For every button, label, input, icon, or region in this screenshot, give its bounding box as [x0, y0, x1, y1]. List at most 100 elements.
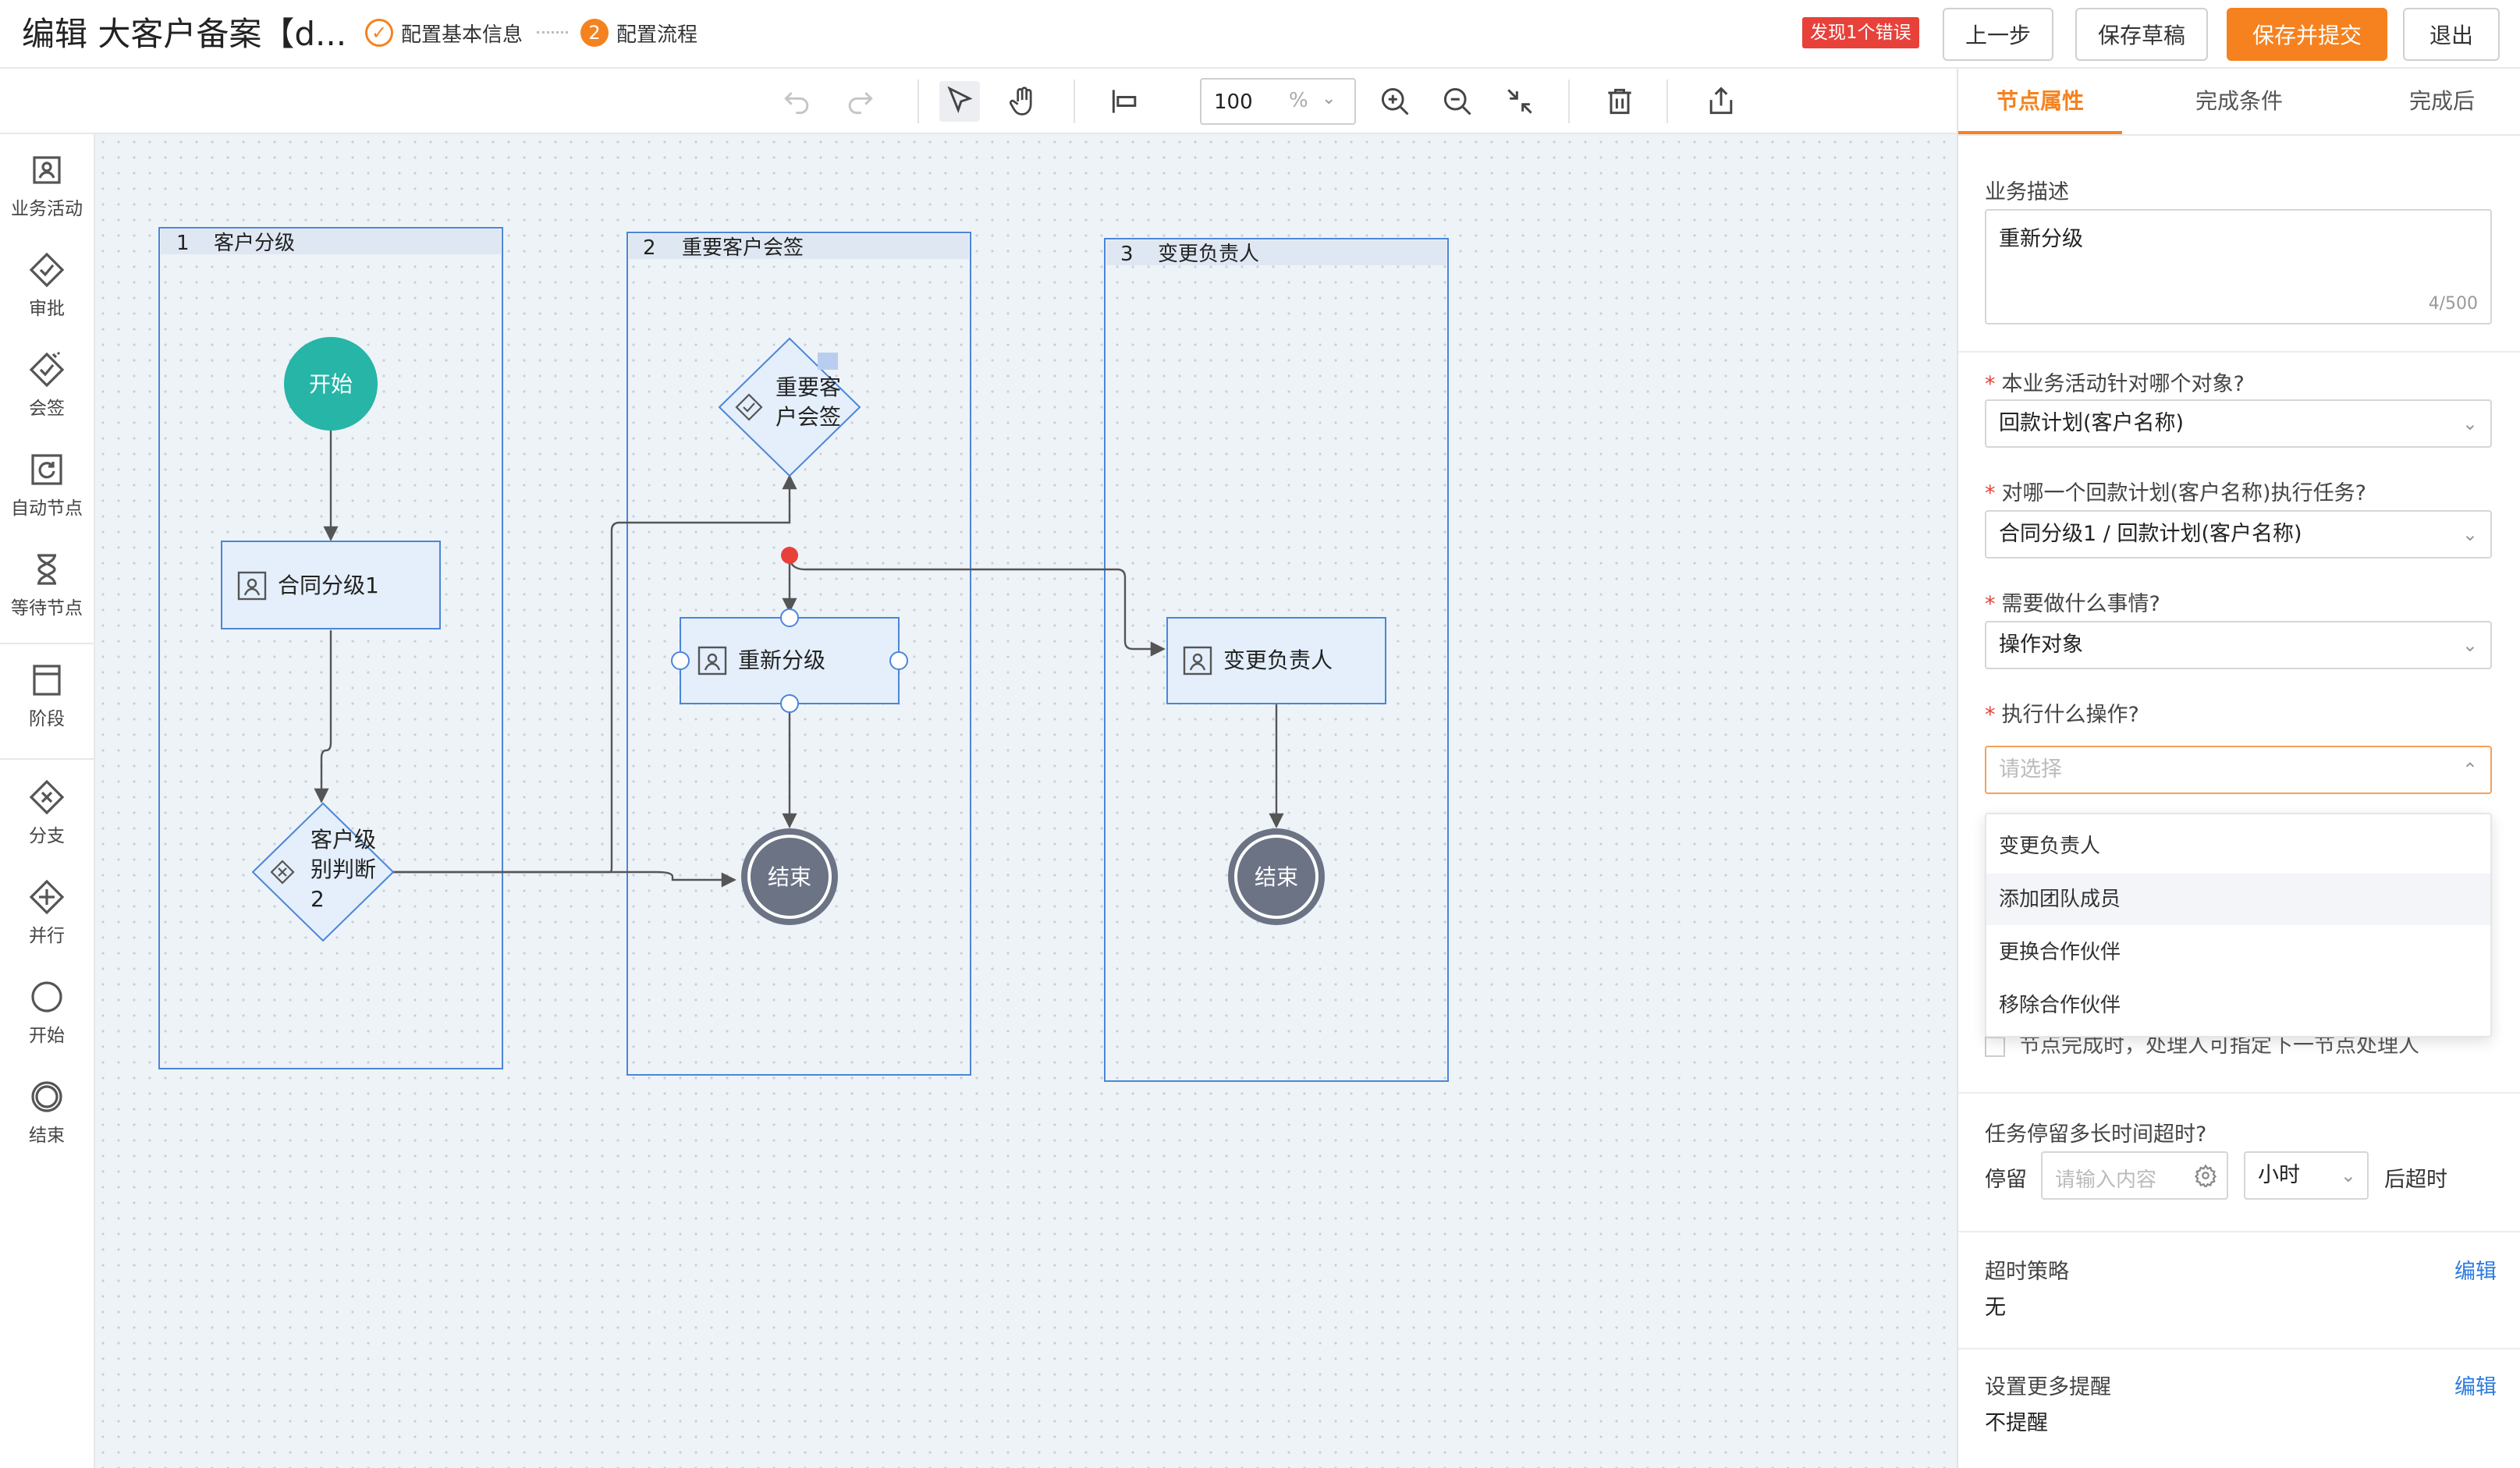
anchor-handle-top[interactable]: [780, 608, 799, 627]
zoom-select[interactable]: 100 % ⌄: [1200, 78, 1356, 125]
anchor-handle-left[interactable]: [671, 651, 690, 670]
step-number: 2: [580, 19, 609, 47]
countersign-key-customer[interactable]: 重要客 户会签: [718, 337, 861, 477]
edge-decision-to-end[interactable]: [393, 871, 736, 888]
anchor-handle-bottom[interactable]: [780, 694, 799, 713]
reminder-label: 设置更多提醒: [1985, 1375, 2111, 1399]
palette-end[interactable]: 结束: [0, 1078, 94, 1147]
palette-label: 结束: [29, 1126, 65, 1146]
stay-label: 停留: [1985, 1168, 2027, 1192]
undo-icon[interactable]: [777, 81, 818, 122]
hand-pan-icon[interactable]: [1003, 81, 1044, 122]
align-left-icon[interactable]: [1105, 81, 1145, 122]
activity-change-owner[interactable]: 变更负责人: [1166, 617, 1386, 704]
lane-title: 重要客户会签: [682, 236, 804, 260]
edit-reminder-link[interactable]: 编辑: [2454, 1375, 2497, 1399]
panel-divider: [1958, 351, 2520, 353]
gear-icon[interactable]: [2194, 1164, 2217, 1187]
timeout-strategy-label: 超时策略: [1985, 1260, 2069, 1284]
step-configure-flow-label: 配置流程: [616, 23, 698, 47]
activity-icon: [237, 571, 267, 601]
flow-canvas[interactable]: 1 客户分级 2 重要客户会签 3 变更负责人: [95, 134, 1957, 1468]
delete-trash-icon[interactable]: [1599, 81, 1640, 122]
dropdown-option[interactable]: 添加团队成员: [1986, 874, 2490, 925]
previous-step-button[interactable]: 上一步: [1943, 8, 2053, 61]
palette-parallel[interactable]: 并行: [0, 878, 94, 947]
lane-customer-grading[interactable]: 1 客户分级: [158, 227, 503, 1069]
dropdown-option[interactable]: 移除合作伙伴: [1999, 994, 2121, 1017]
zoom-in-icon[interactable]: [1375, 81, 1415, 122]
activity-icon: [33, 156, 61, 184]
target-select[interactable]: 合同分级1 / 回款计划(客户名称) ⌄: [1985, 510, 2492, 558]
edit-timeout-strategy-link[interactable]: 编辑: [2454, 1260, 2497, 1284]
operation-question-label: *执行什么操作?: [1985, 703, 2139, 727]
edge-decision-to-countersign[interactable]: [393, 474, 797, 874]
tab-completion-conditions[interactable]: 完成条件: [2195, 88, 2283, 114]
chevron-down-icon: ⌄: [1322, 89, 1336, 108]
node-palette: 业务活动 审批 会签 自动节点 等待节点 阶段 分支 并行 开始 结束: [0, 134, 95, 1468]
description-textarea[interactable]: 重新分级 4/500: [1985, 209, 2492, 324]
edge-contract-to-decision[interactable]: [314, 630, 332, 803]
lane-key-customer-countersign[interactable]: 2 重要客户会签: [626, 232, 971, 1076]
object-select[interactable]: 回款计划(客户名称) ⌄: [1985, 399, 2492, 448]
palette-start[interactable]: 开始: [0, 978, 94, 1047]
task-select[interactable]: 操作对象 ⌄: [1985, 621, 2492, 669]
connectors: [314, 424, 1284, 888]
palette-activity[interactable]: 业务活动: [0, 151, 94, 220]
palette-approval[interactable]: 审批: [0, 251, 94, 320]
selected-anchor-point[interactable]: [781, 547, 798, 564]
lane-title: 客户分级: [214, 232, 295, 255]
lane-change-owner[interactable]: 3 变更负责人: [1104, 238, 1449, 1082]
activity-regrade[interactable]: 重新分级: [671, 608, 908, 713]
countersign-icon: [29, 351, 65, 388]
dropdown-option[interactable]: 变更负责人: [1999, 835, 2101, 858]
panel-divider: [1958, 1092, 2520, 1094]
activity-label: 合同分级1: [278, 573, 379, 598]
start-node[interactable]: 开始: [284, 337, 378, 431]
palette-label: 业务活动: [11, 199, 83, 219]
panel-divider: [1958, 1231, 2520, 1232]
approval-icon: [29, 252, 65, 288]
timeout-strategy-value: 无: [1985, 1296, 2006, 1320]
step-basic-info[interactable]: ✓ 配置基本信息: [365, 17, 523, 48]
stay-duration-input[interactable]: 请输入内容: [2041, 1151, 2228, 1200]
select-pointer-icon[interactable]: [939, 81, 980, 122]
target-select-value: 合同分级1 / 回款计划(客户名称): [1999, 522, 2302, 546]
edge-countersign-to-change-owner[interactable]: [788, 555, 1166, 657]
fit-screen-icon[interactable]: [1500, 81, 1540, 122]
activity-contract-grade[interactable]: 合同分级1: [221, 541, 441, 629]
palette-label: 自动节点: [11, 498, 83, 519]
tab-after-completion[interactable]: 完成后: [2408, 88, 2475, 114]
zoom-out-icon[interactable]: [1437, 81, 1478, 122]
end-node-lane3[interactable]: 结束: [1228, 828, 1325, 925]
decision-customer-level[interactable]: 客户级 别判断 2: [251, 802, 395, 942]
palette-countersign[interactable]: 会签: [0, 351, 94, 420]
save-submit-button[interactable]: 保存并提交: [2227, 8, 2387, 61]
end-node-lane2[interactable]: 结束: [741, 828, 838, 925]
palette-stage[interactable]: 阶段: [0, 661, 94, 730]
palette-auto-node[interactable]: 自动节点: [0, 451, 94, 519]
palette-branch[interactable]: 分支: [0, 778, 94, 847]
tab-node-properties[interactable]: 节点属性: [1996, 88, 2084, 114]
dropdown-option[interactable]: 更换合作伙伴: [1999, 941, 2121, 964]
save-draft-button[interactable]: 保存草稿: [2075, 8, 2208, 61]
exit-button[interactable]: 退出: [2403, 8, 2500, 61]
step-configure-flow[interactable]: 2 配置流程: [580, 17, 697, 48]
decision-label-line1: 客户级: [311, 827, 376, 853]
assign-next-handler-row[interactable]: 节点完成时，处理人可指定下一节点处理人: [1985, 1028, 2419, 1058]
time-unit-select[interactable]: 小时 ⌄: [2244, 1151, 2369, 1200]
desc-label: 业务描述: [1985, 180, 2069, 204]
step-separator: [537, 31, 568, 34]
assign-next-handler-checkbox[interactable]: [1985, 1036, 2005, 1057]
redo-icon[interactable]: [839, 81, 880, 122]
export-share-icon[interactable]: [1701, 81, 1741, 122]
anchor-handle-right[interactable]: [889, 651, 908, 670]
properties-panel: 节点属性 完成条件 完成后 业务描述 重新分级 4/500 *本业务活动针对哪个…: [1957, 69, 2520, 1468]
page-title: 编辑 大客户备案【d...: [22, 15, 347, 53]
palette-wait-node[interactable]: 等待节点: [0, 551, 94, 619]
end-node-label: 结束: [1255, 864, 1298, 890]
error-badge[interactable]: 发现1个错误: [1802, 17, 1919, 48]
lane-number: 3: [1120, 243, 1134, 266]
operation-select[interactable]: 请选择 ⌃: [1985, 746, 2492, 794]
assign-next-handler-label: 节点完成时，处理人可指定下一节点处理人: [2019, 1034, 2419, 1058]
